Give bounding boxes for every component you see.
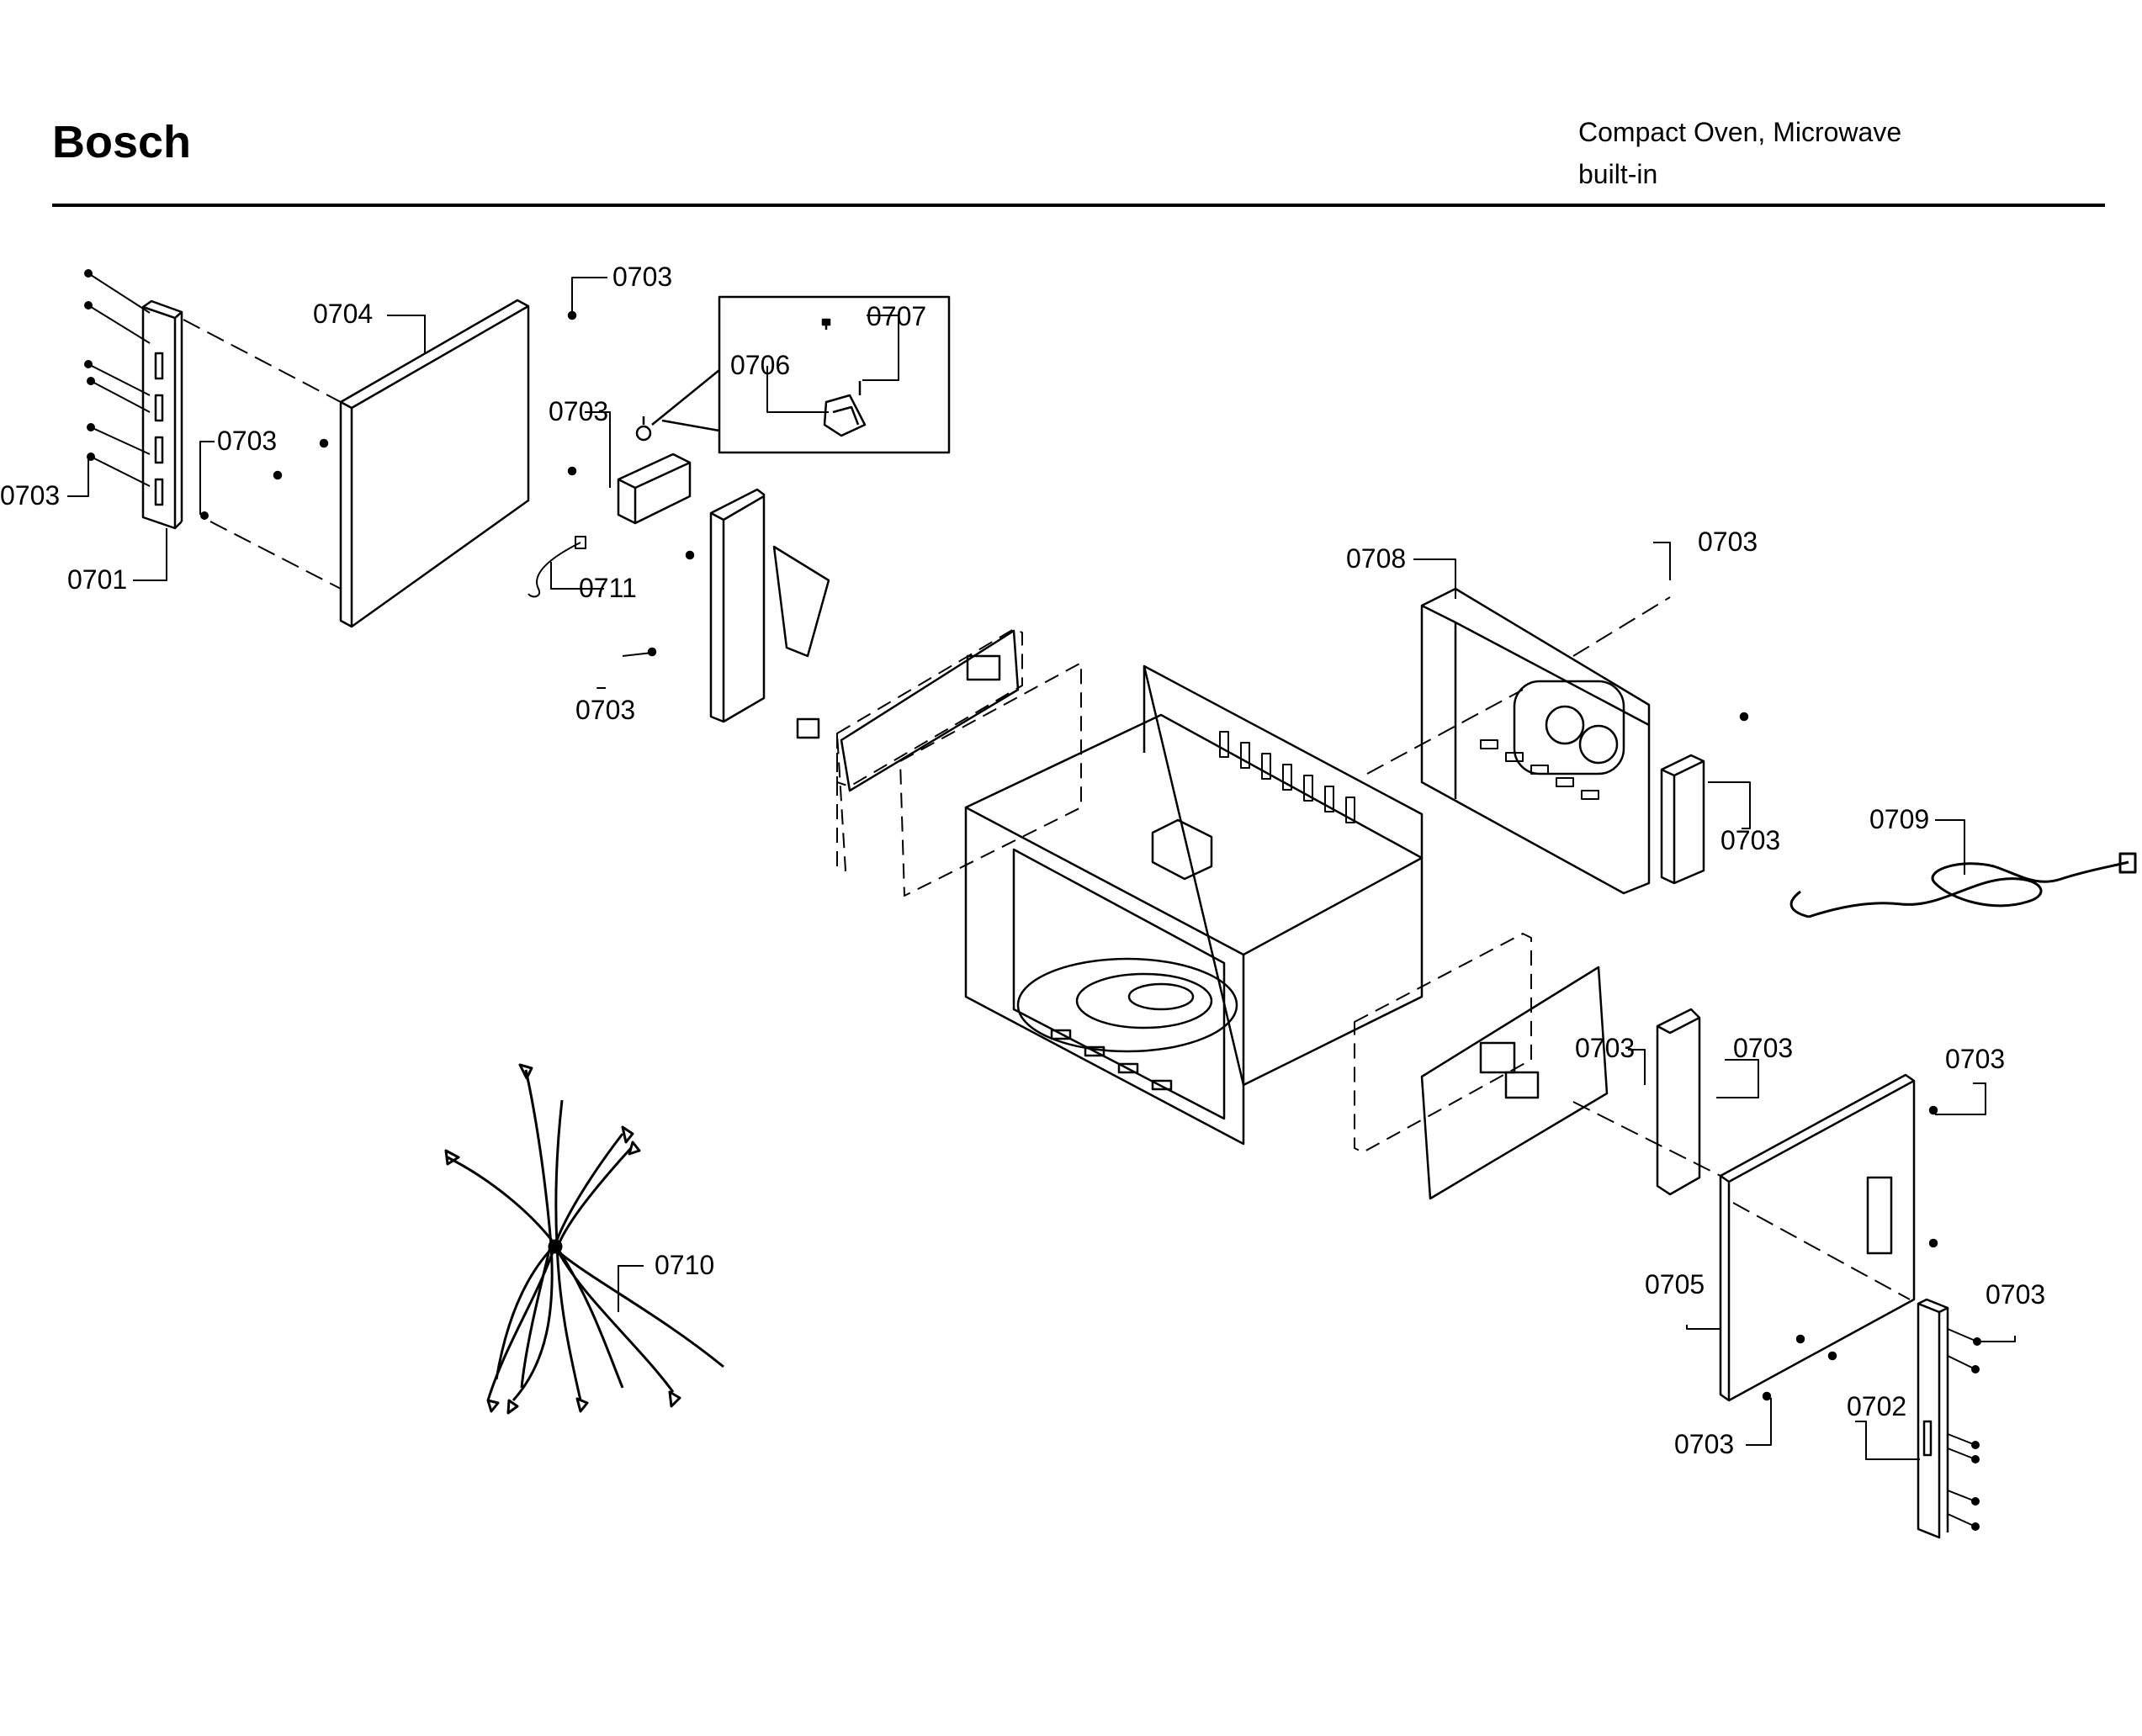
part-0709-power-cord (1789, 852, 2137, 918)
callout-0703-c: 0703 (217, 426, 277, 456)
rear-panel-vents (1480, 739, 1599, 800)
callout-0703-i: 0703 (1733, 1033, 1793, 1063)
product-line-2: built-in (1578, 159, 1658, 189)
small-cover (1660, 712, 1749, 885)
screws-left-trim (84, 269, 209, 520)
part-0701-side-trim (141, 299, 183, 530)
callout-0704: 0704 (313, 299, 373, 329)
callout-0701: 0701 (67, 564, 127, 595)
dashed-assembly-lines-left (183, 319, 342, 590)
callout-0703-k: 0703 (1986, 1279, 2045, 1310)
callout-0703-g: 0703 (1720, 825, 1780, 855)
callout-0708: 0708 (1346, 543, 1406, 574)
brand-title: Bosch (52, 117, 192, 167)
detail-inset-box (651, 295, 951, 454)
part-0708-rear-panel (1420, 587, 1651, 895)
insulation-panels-right (1354, 933, 1532, 1153)
callout-leaders (67, 277, 2016, 1460)
product-description: Compact Oven, Microwave built-in (1578, 111, 1901, 195)
callout-0702: 0702 (1847, 1391, 1906, 1421)
callout-0703-f: 0703 (1698, 527, 1758, 557)
callout-0709: 0709 (1869, 804, 1929, 834)
callout-0706: 0706 (730, 350, 790, 380)
inner-plate-left (840, 629, 1020, 792)
bracket-assembly (617, 416, 692, 525)
oven-cavity (964, 664, 1424, 1146)
product-line-1: Compact Oven, Microwave (1578, 117, 1902, 147)
part-0702-side-trim (1917, 1298, 1949, 1539)
waveguide-bracket (647, 488, 830, 739)
dashed-assembly-lines-right (1572, 1101, 1911, 1300)
callout-0707: 0707 (867, 301, 926, 331)
part-0711-switch-wire (528, 536, 586, 598)
inner-plate-right (1420, 966, 1609, 1200)
callout-0703-j: 0703 (1945, 1044, 2005, 1074)
callout-0710: 0710 (655, 1250, 714, 1280)
callout-0703-b: 0703 (549, 396, 608, 426)
header-rule (52, 204, 2105, 207)
part-0705-side-panel (1719, 1073, 1938, 1402)
callout-0703-d: 0703 (0, 480, 60, 511)
callout-0711: 0711 (579, 573, 637, 603)
cavity-vent-slots (1219, 731, 1355, 823)
screws-right-trim (1947, 1328, 1981, 1531)
part-0704-side-panel (273, 299, 577, 628)
callout-0703-l: 0703 (1674, 1429, 1734, 1459)
callout-0705: 0705 (1645, 1269, 1705, 1299)
callout-0703-a: 0703 (612, 262, 672, 292)
callout-0703-h: 0703 (1575, 1033, 1635, 1063)
side-bracket-right (1656, 1008, 1701, 1196)
callout-0703-e: 0703 (575, 695, 635, 725)
dashed-assembly-lines-rear (1366, 596, 1671, 775)
part-0710-wire-harness (444, 1063, 724, 1415)
insulation-panels-left (836, 628, 1082, 897)
